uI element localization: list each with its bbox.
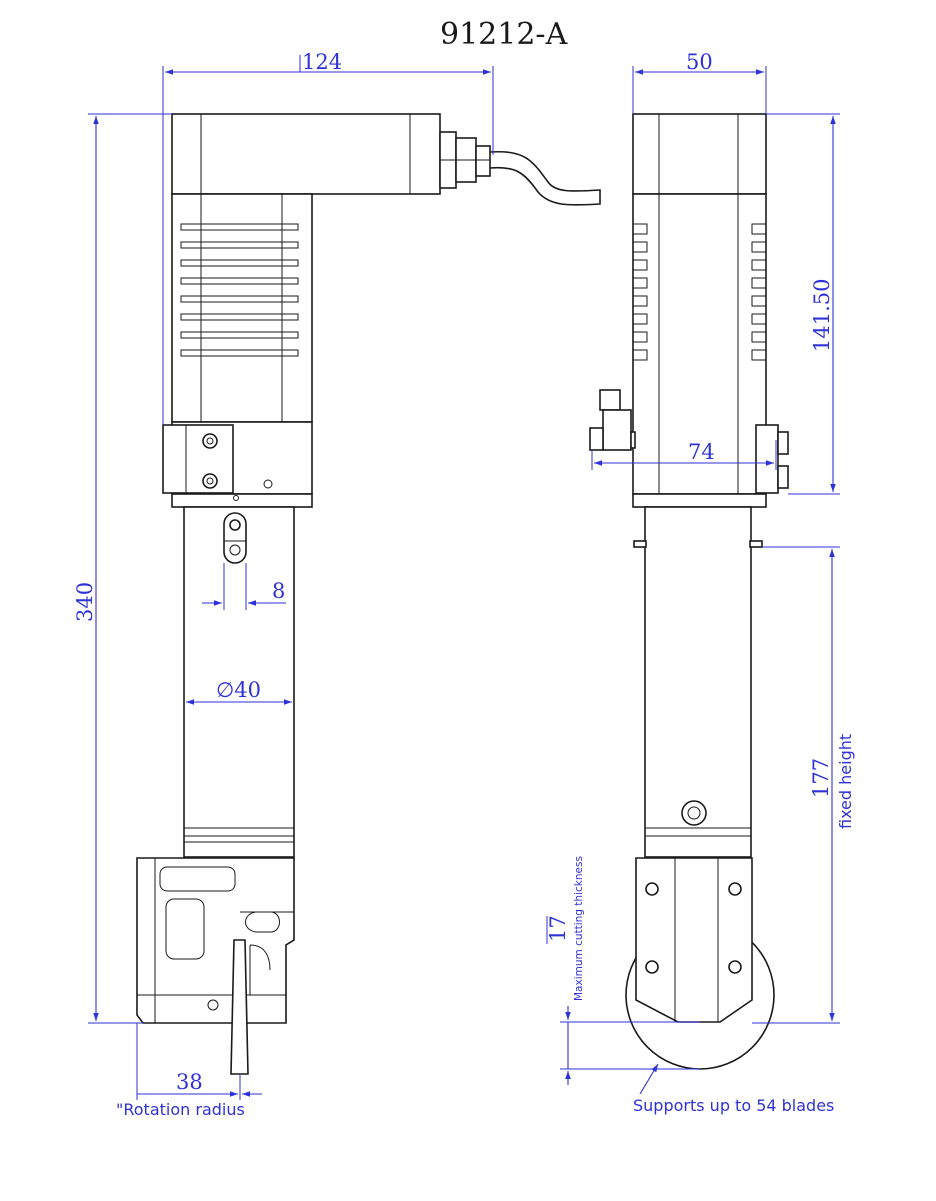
rotation-radius-label: "Rotation radius bbox=[116, 1100, 245, 1119]
bolt bbox=[202, 433, 218, 449]
side-motor-housing bbox=[632, 113, 767, 195]
dimensions: 124 50 340 141.50 8 ∅40 74 177 bbox=[73, 50, 855, 1119]
dim-74: 74 bbox=[688, 440, 715, 464]
cooling-fins bbox=[180, 223, 299, 357]
motor-housing bbox=[171, 113, 441, 195]
blades-note: Supports up to 54 blades bbox=[633, 1096, 834, 1115]
front-view bbox=[136, 113, 601, 1075]
bolt bbox=[202, 473, 218, 489]
dim-8: 8 bbox=[272, 579, 285, 603]
dim-124: 124 bbox=[302, 50, 342, 74]
main-tube bbox=[183, 506, 295, 858]
side-fins bbox=[632, 223, 767, 361]
dim-141-50: 141.50 bbox=[810, 279, 834, 352]
adjust-knob bbox=[681, 800, 707, 826]
side-tube bbox=[644, 506, 752, 858]
side-view bbox=[589, 113, 789, 1070]
side-blade-holder bbox=[635, 857, 753, 1023]
blade-edge bbox=[230, 939, 249, 1075]
cutting-thickness-label: Maximum cutting thickness bbox=[573, 856, 585, 1001]
blade-holder bbox=[136, 857, 295, 1024]
dim-50: 50 bbox=[686, 50, 713, 74]
air-fitting bbox=[589, 389, 636, 451]
dim-177: 177 bbox=[809, 758, 833, 798]
dim-17: 17 bbox=[546, 915, 570, 942]
slot-detail bbox=[223, 512, 247, 564]
dim-38: 38 bbox=[176, 1070, 203, 1094]
cable-connector bbox=[439, 131, 491, 189]
side-upper-column bbox=[632, 193, 767, 495]
drawing-title: 91212-A bbox=[440, 17, 568, 52]
cable bbox=[489, 150, 601, 206]
upper-column bbox=[171, 193, 313, 423]
dim-diameter-40: ∅40 bbox=[216, 678, 261, 702]
fixed-height-label: fixed height bbox=[836, 734, 855, 829]
dim-340: 340 bbox=[73, 582, 97, 622]
